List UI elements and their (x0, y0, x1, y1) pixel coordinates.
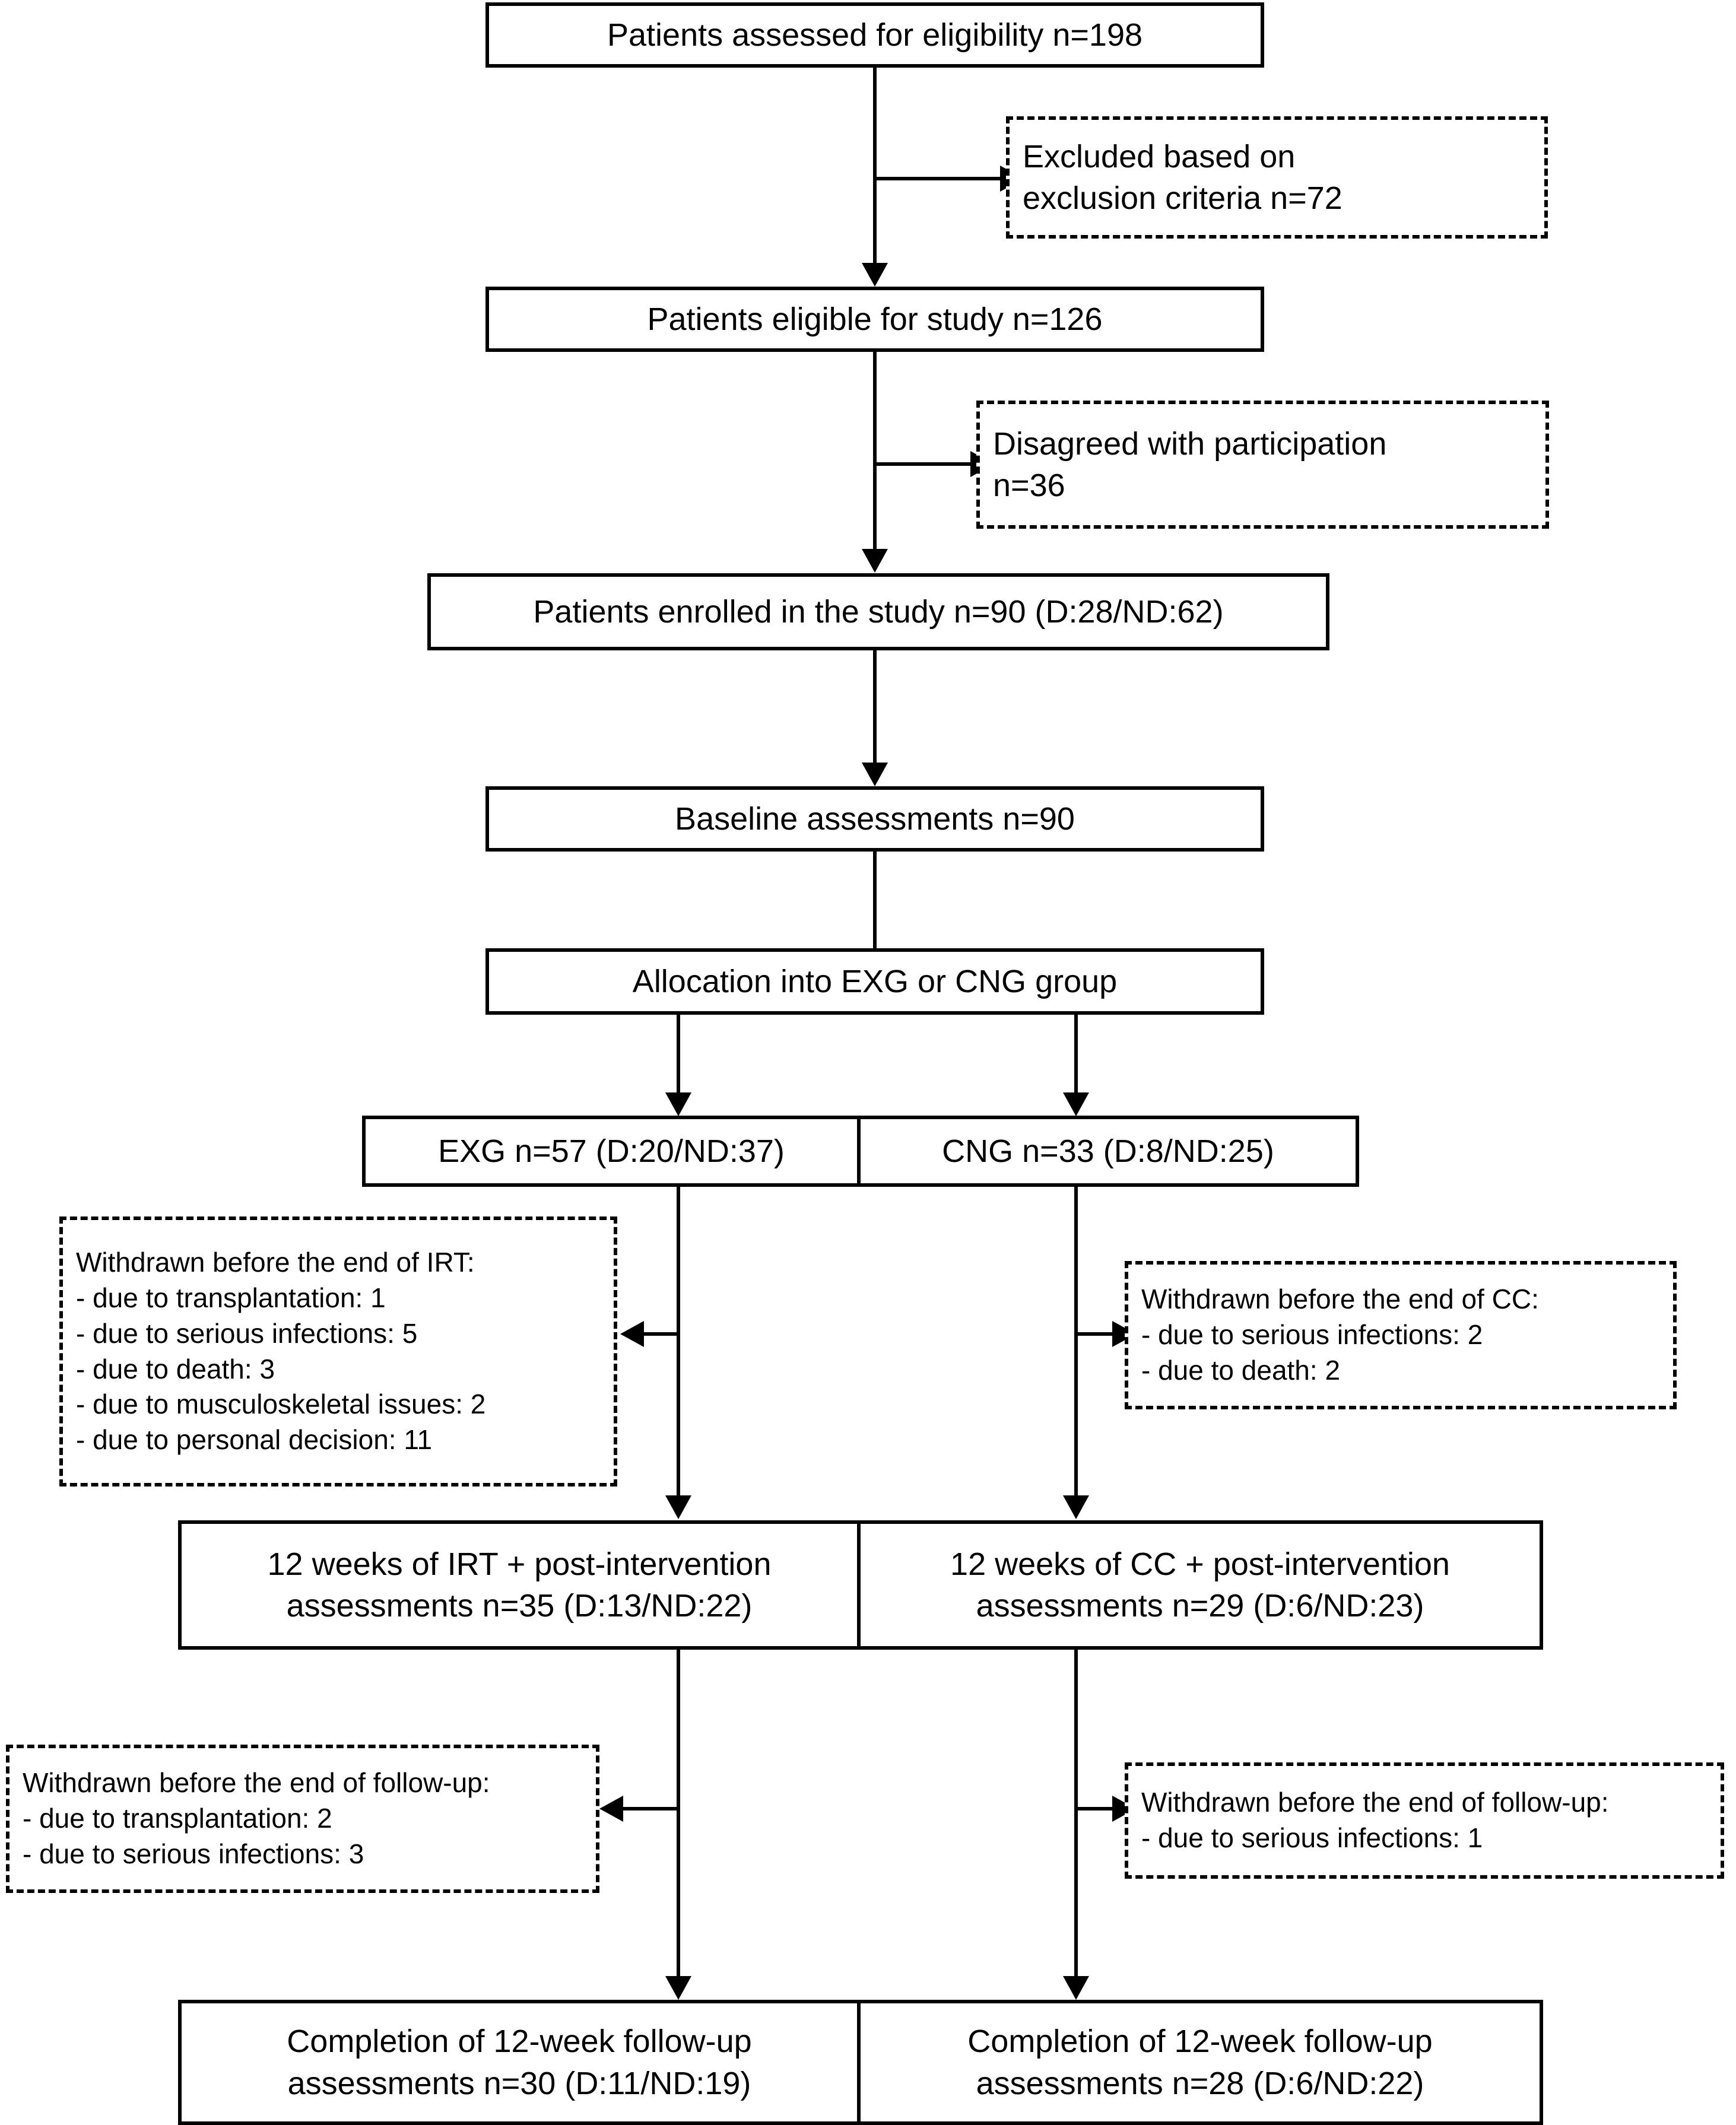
arrowhead-down-post-irt (665, 1495, 691, 1519)
node-completion-left-line1: Completion of 12-week follow-up (287, 2024, 752, 2060)
node-post-intervention-row: 12 weeks of IRT + post-intervention asse… (178, 1520, 1543, 1650)
connector-allocation-to-exg (677, 1015, 680, 1092)
node-patients-enrolled-label: Patients enrolled in the study n=90 (D:2… (533, 593, 1224, 630)
connector-baseline-to-allocation (873, 852, 877, 951)
node-withdrawn-cc: Withdrawn before the end of CC: - due to… (1125, 1261, 1677, 1409)
connector-assessed-to-eligible (873, 68, 877, 263)
connector-exg-to-withdrawn-irt (644, 1332, 678, 1336)
node-allocation-label: Allocation into EXG or CNG group (632, 963, 1118, 999)
node-completion-right: Completion of 12-week follow-up assessme… (861, 2003, 1540, 2121)
node-patients-eligible-label: Patients eligible for study n=126 (647, 301, 1103, 337)
arrowhead-left-withdrawn-followup (599, 1796, 623, 1822)
node-withdrawn-irt-item-4: - due to personal decision: 11 (76, 1424, 433, 1456)
connector-enrolled-to-baseline (873, 650, 877, 763)
node-disagreed: Disagreed with participation n=36 (976, 401, 1549, 529)
connector-eligible-to-enrolled (873, 352, 877, 549)
arrowhead-down-exg (665, 1092, 691, 1116)
node-excluded: Excluded based on exclusion criteria n=7… (1006, 116, 1548, 239)
connector-post-irt-to-withdrawn-followup (623, 1807, 678, 1810)
node-post-intervention-irt-line1: 12 weeks of IRT + post-intervention (267, 1546, 772, 1582)
connector-allocation-to-cng (1074, 1015, 1078, 1092)
node-baseline-assessments: Baseline assessments n=90 (485, 786, 1264, 852)
node-group-exg: EXG n=57 (D:20/ND:37) (366, 1119, 861, 1183)
node-withdrawn-followup-left-item-1: - due to serious infections: 3 (23, 1838, 364, 1869)
node-excluded-line1: Excluded based on (1023, 138, 1296, 174)
node-withdrawn-cc-item-0: - due to serious infections: 2 (1141, 1319, 1483, 1351)
node-disagreed-line1: Disagreed with participation (993, 425, 1387, 462)
arrowhead-down-cng (1063, 1092, 1089, 1116)
node-post-intervention-irt: 12 weeks of IRT + post-intervention asse… (182, 1524, 861, 1646)
arrowhead-down-post-cc (1063, 1495, 1089, 1519)
node-completion-right-line1: Completion of 12-week follow-up (967, 2024, 1433, 2060)
node-group-allocation-row: EXG n=57 (D:20/ND:37) CNG n=33 (D:8/ND:2… (362, 1116, 1359, 1187)
node-completion-right-line2: assessments n=28 (D:6/ND:22) (976, 2065, 1424, 2101)
node-post-intervention-cc-line1: 12 weeks of CC + post-intervention (950, 1546, 1450, 1582)
connector-cng-to-withdrawn-cc (1078, 1332, 1112, 1336)
connector-post-cc-to-withdrawn-followup (1078, 1807, 1112, 1810)
node-group-cng-label: CNG n=33 (D:8/ND:25) (942, 1133, 1274, 1169)
connector-cng-to-post-cc (1074, 1187, 1078, 1495)
arrowhead-down-eligible-enrolled (862, 549, 888, 573)
node-post-intervention-cc-line2: assessments n=29 (D:6/ND:23) (976, 1588, 1424, 1624)
node-withdrawn-followup-left-heading: Withdrawn before the end of follow-up: (23, 1767, 490, 1799)
arrowhead-down-completion-right (1063, 1976, 1089, 2000)
node-patients-eligible: Patients eligible for study n=126 (485, 287, 1264, 352)
node-group-exg-label: EXG n=57 (D:20/ND:37) (438, 1133, 785, 1169)
node-withdrawn-irt-item-3: - due to musculoskeletal issues: 2 (76, 1389, 486, 1420)
connector-eligible-to-disagreed (873, 462, 970, 466)
node-withdrawn-followup-right-heading: Withdrawn before the end of follow-up: (1141, 1787, 1609, 1818)
node-patients-assessed-label: Patients assessed for eligibility n=198 (607, 17, 1143, 53)
connector-post-cc-to-completion (1074, 1650, 1078, 1976)
node-withdrawn-followup-left-item-0: - due to transplantation: 2 (23, 1803, 332, 1834)
node-baseline-assessments-label: Baseline assessments n=90 (675, 801, 1075, 837)
node-excluded-line2: exclusion criteria n=72 (1023, 180, 1343, 216)
node-withdrawn-irt-item-2: - due to death: 3 (76, 1353, 275, 1384)
arrowhead-down-enrolled-baseline (862, 763, 888, 786)
node-withdrawn-followup-left: Withdrawn before the end of follow-up: -… (6, 1745, 599, 1893)
connector-post-irt-to-completion (677, 1650, 680, 1976)
node-allocation: Allocation into EXG or CNG group (485, 948, 1264, 1015)
node-withdrawn-irt-item-0: - due to transplantation: 1 (76, 1282, 386, 1313)
node-withdrawn-followup-right: Withdrawn before the end of follow-up: -… (1125, 1762, 1724, 1879)
node-withdrawn-followup-right-item-0: - due to serious infections: 1 (1141, 1822, 1483, 1853)
connector-exg-to-post-irt (677, 1187, 680, 1495)
node-post-intervention-irt-line2: assessments n=35 (D:13/ND:22) (286, 1588, 753, 1624)
connector-assessed-to-excluded (873, 177, 1000, 180)
node-completion-left: Completion of 12-week follow-up assessme… (182, 2003, 861, 2121)
node-post-intervention-cc: 12 weeks of CC + post-intervention asses… (861, 1524, 1540, 1646)
node-withdrawn-irt-heading: Withdrawn before the end of IRT: (76, 1247, 475, 1278)
node-withdrawn-irt-item-1: - due to serious infections: 5 (76, 1317, 418, 1349)
node-completion-row: Completion of 12-week follow-up assessme… (178, 2000, 1543, 2125)
node-completion-left-line2: assessments n=30 (D:11/ND:19) (287, 2065, 751, 2101)
arrowhead-down-completion-left (665, 1976, 691, 2000)
node-withdrawn-cc-heading: Withdrawn before the end of CC: (1141, 1284, 1539, 1315)
node-patients-enrolled: Patients enrolled in the study n=90 (D:2… (427, 573, 1329, 650)
node-withdrawn-cc-item-1: - due to death: 2 (1141, 1354, 1341, 1386)
node-withdrawn-irt: Withdrawn before the end of IRT: - due t… (59, 1216, 617, 1486)
node-group-cng: CNG n=33 (D:8/ND:25) (861, 1119, 1356, 1183)
node-patients-assessed: Patients assessed for eligibility n=198 (485, 2, 1264, 68)
node-disagreed-line2: n=36 (993, 468, 1065, 503)
arrowhead-left-withdrawn-irt (620, 1321, 644, 1347)
arrowhead-down-assessed-eligible (862, 263, 888, 287)
